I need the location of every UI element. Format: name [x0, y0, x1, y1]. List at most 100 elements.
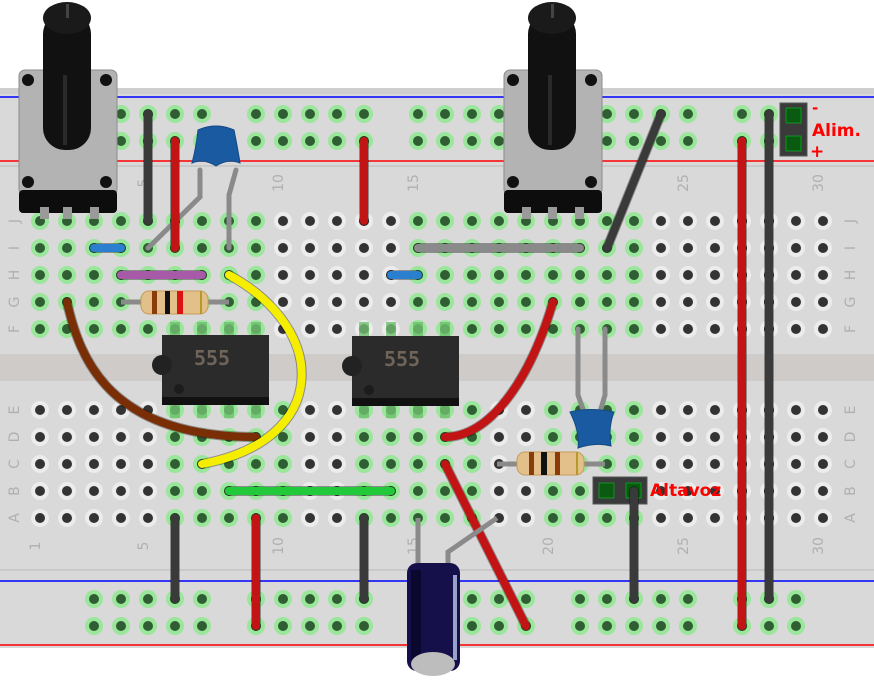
resistor-body — [516, 451, 585, 476]
hole — [332, 324, 342, 334]
hole — [278, 270, 288, 280]
rail-hole — [440, 109, 450, 119]
hole — [197, 486, 207, 496]
hole — [467, 459, 477, 469]
hole — [440, 486, 450, 496]
hole — [251, 270, 261, 280]
capacitor-stripe — [411, 570, 421, 660]
power-minus-label: - — [812, 99, 818, 117]
hole — [494, 324, 504, 334]
hole — [548, 324, 558, 334]
hole — [629, 297, 639, 307]
rail-hole — [764, 621, 774, 631]
rail-hole — [575, 621, 585, 631]
power-header[interactable] — [779, 102, 808, 157]
pot-knob-marker — [551, 4, 554, 18]
capacitor-leg — [597, 326, 608, 415]
hole — [656, 513, 666, 523]
hole — [629, 243, 639, 253]
chip-pin — [170, 322, 180, 336]
ceramic-capacitor-top[interactable] — [145, 125, 241, 251]
rail-hole — [305, 594, 315, 604]
hole — [143, 432, 153, 442]
hole — [143, 513, 153, 523]
chip-pin — [197, 404, 207, 418]
chip-label: 555 — [384, 347, 420, 371]
resistor-left[interactable] — [121, 290, 229, 315]
rail-hole — [683, 594, 693, 604]
rail-hole — [602, 594, 612, 604]
hole — [602, 297, 612, 307]
rail-hole — [116, 594, 126, 604]
rail-hole — [629, 109, 639, 119]
chip-notch — [342, 356, 362, 376]
header-pin[interactable] — [785, 107, 802, 124]
hole — [440, 216, 450, 226]
hole — [629, 270, 639, 280]
hole — [494, 432, 504, 442]
hole — [548, 513, 558, 523]
hole — [305, 216, 315, 226]
column-number-label: 1 — [28, 542, 44, 551]
pot-pin — [40, 207, 49, 219]
hole — [629, 405, 639, 415]
hole — [602, 270, 612, 280]
rail-hole — [656, 594, 666, 604]
column-number-label: 20 — [541, 537, 557, 555]
resistor-band-black — [541, 452, 547, 475]
hole — [35, 513, 45, 523]
rail-hole — [467, 621, 477, 631]
hole — [278, 297, 288, 307]
row-label: E — [843, 406, 859, 415]
hole — [683, 270, 693, 280]
rail-hole — [305, 621, 315, 631]
hole — [386, 216, 396, 226]
header-pin[interactable] — [598, 482, 615, 499]
hole — [629, 216, 639, 226]
chip-pin — [440, 322, 450, 336]
capacitor-bottom — [411, 652, 455, 676]
hole — [278, 216, 288, 226]
hole — [386, 432, 396, 442]
row-label: F — [7, 325, 23, 333]
potentiometer-left[interactable] — [18, 2, 118, 219]
rail-hole — [359, 621, 369, 631]
chip-pin — [197, 322, 207, 336]
hole — [791, 405, 801, 415]
chip-label: 555 — [194, 346, 230, 370]
hole — [791, 486, 801, 496]
hole — [656, 432, 666, 442]
rail-hole — [602, 621, 612, 631]
chip-pin — [386, 322, 396, 336]
rail-hole — [440, 136, 450, 146]
potentiometer-right[interactable] — [503, 2, 603, 219]
hole — [62, 270, 72, 280]
hole — [494, 270, 504, 280]
rail-hole — [683, 136, 693, 146]
row-label: G — [7, 297, 23, 308]
hole — [89, 297, 99, 307]
hole — [251, 243, 261, 253]
column-number-label: 10 — [271, 174, 287, 192]
hole — [521, 297, 531, 307]
chip-555-left[interactable]: 555 — [152, 335, 269, 405]
rail-hole — [467, 136, 477, 146]
hole — [656, 324, 666, 334]
resistor-right[interactable] — [497, 451, 605, 476]
capacitor-leg — [226, 167, 239, 251]
column-number-label: 15 — [406, 174, 422, 192]
electrolytic-capacitor[interactable] — [407, 515, 499, 676]
hole — [818, 216, 828, 226]
hole — [494, 216, 504, 226]
row-label: A — [7, 513, 23, 523]
row-label: J — [843, 219, 859, 224]
row-label: G — [843, 297, 859, 308]
chip-pin — [413, 404, 423, 418]
header-pin[interactable] — [785, 135, 802, 152]
hole — [359, 432, 369, 442]
ceramic-capacitor-right[interactable] — [569, 326, 615, 449]
rail-hole — [278, 109, 288, 119]
resistor-band-brown — [152, 291, 157, 314]
chip-555-right[interactable]: 555 — [342, 336, 459, 406]
hole — [656, 216, 666, 226]
